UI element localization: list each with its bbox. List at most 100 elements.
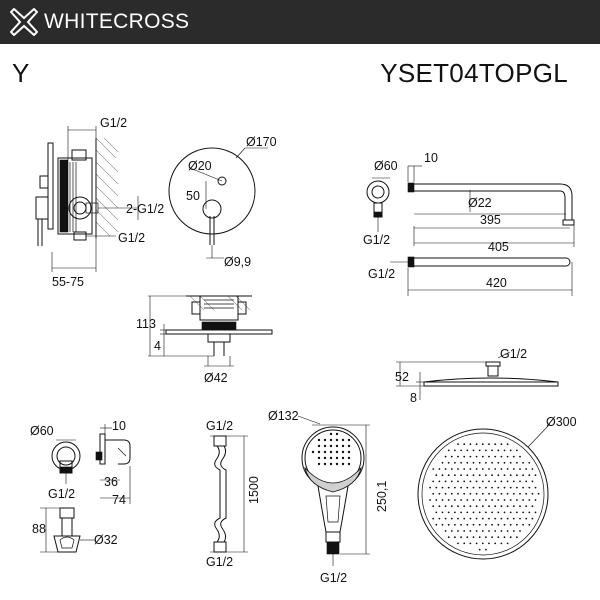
nozzle-dot [432, 505, 435, 508]
nozzle-dot [534, 511, 537, 514]
nozzle-dot [475, 505, 478, 508]
nozzle-dot [341, 456, 345, 460]
nozzle-dot [494, 517, 497, 520]
nozzle-dot [469, 480, 472, 483]
hose-view: G1/2 1500 G1/2 [206, 419, 261, 569]
nozzle-dot [472, 499, 475, 501]
nozzle-dot [463, 505, 466, 508]
nozzle-dot [494, 505, 497, 508]
arm-length-label: 420 [486, 276, 507, 290]
nozzle-dot [481, 542, 484, 545]
outlet-depth-2-label: 36 [104, 475, 118, 489]
nozzle-dot [516, 449, 518, 452]
nozzle-dot [497, 523, 500, 526]
nozzle-dot [454, 499, 456, 501]
nozzle-dot [506, 455, 509, 458]
nozzle-dot [481, 468, 484, 470]
nozzle-dot [491, 461, 493, 464]
nozzle-dot [522, 474, 524, 477]
nozzle-dot [466, 461, 469, 464]
nozzle-dot [457, 542, 459, 545]
shower-arm-view: Ø60 G1/2 10 Ø22 395 405 G1/2 420 [363, 151, 575, 296]
nozzle-dot [519, 492, 521, 495]
nozzle-dot [503, 486, 506, 489]
nozzle-dot [323, 438, 327, 442]
nozzle-dot [457, 517, 459, 520]
nozzle-dot [441, 499, 444, 501]
nozzle-dot [447, 511, 450, 514]
nozzle-dot [475, 492, 478, 495]
nozzle-dot [500, 492, 503, 495]
nozzle-dot [491, 486, 493, 489]
outlet-depth-3-label: 74 [112, 493, 126, 507]
nozzle-dot [438, 492, 441, 495]
nozzle-dot [444, 492, 447, 495]
nozzle-dot [500, 480, 503, 483]
nozzle-dot [460, 449, 462, 452]
nozzle-dot [516, 461, 518, 464]
holder-height-label: 88 [32, 522, 46, 536]
nozzle-dot [497, 536, 500, 539]
hand-nozzle-grid [311, 432, 351, 466]
nozzle-dot [528, 474, 531, 477]
nozzle-dot [485, 536, 487, 539]
mixer-depth-label: 55-75 [52, 275, 84, 289]
nozzle-dot [516, 523, 518, 526]
nozzle-dot [329, 456, 333, 460]
series-letter: Y [12, 58, 30, 88]
nozzle-dot [444, 505, 447, 508]
nozzle-dot [512, 492, 515, 495]
nozzle-dot [450, 480, 453, 483]
nozzle-dot [531, 492, 534, 495]
nozzle-dot [481, 455, 484, 458]
nozzle-dot [478, 499, 481, 501]
nozzle-dot [525, 517, 528, 520]
hand-shower-view: Ø132 250,1 G1/2 [268, 409, 389, 585]
nozzle-dot [438, 517, 441, 520]
nozzle-dot [503, 511, 506, 514]
nozzle-dot [341, 462, 345, 466]
mixer-height-label: 113 [136, 317, 156, 331]
nozzle-dot [335, 432, 339, 436]
nozzle-dot [512, 468, 515, 470]
nozzle-dot [512, 455, 515, 458]
nozzle-dot [444, 530, 447, 532]
nozzle-dot [488, 517, 490, 520]
nozzle-dot [463, 468, 466, 470]
nozzle-dot [503, 461, 506, 464]
nozzle-dot [450, 530, 453, 532]
nozzle-dot [454, 474, 456, 477]
nozzle-dot [435, 474, 438, 477]
nozzle-dot [500, 455, 503, 458]
nozzle-dot [466, 523, 469, 526]
nozzle-dot [534, 486, 537, 489]
holder-view: 88 Ø32 [32, 507, 118, 553]
nozzle-dot [491, 499, 493, 501]
nozzle-dot [485, 499, 487, 501]
nozzle-dot [481, 443, 484, 446]
nozzle-dot [463, 443, 466, 446]
nozzle-dot [317, 462, 321, 466]
nozzle-dot [317, 438, 321, 442]
nozzle-dot [432, 468, 435, 470]
nozzle-dot [447, 523, 450, 526]
nozzle-dot [454, 486, 456, 489]
nozzle-dot [317, 444, 321, 448]
nozzle-dot [500, 468, 503, 470]
nozzle-dot [444, 517, 447, 520]
nozzle-dot [506, 530, 509, 532]
nozzle-dot [444, 480, 447, 483]
spout-dia-label: Ø9,9 [224, 255, 251, 269]
nozzle-dot [509, 511, 512, 514]
model-code: YSET04TOPGL [380, 58, 568, 88]
nozzle-dot [491, 523, 493, 526]
nozzle-dot [329, 444, 333, 448]
overhead-nozzle-grid [429, 443, 540, 551]
nozzle-dot [454, 523, 456, 526]
outlet-thread-label: G1/2 [48, 487, 75, 501]
nozzle-dot [494, 455, 497, 458]
nozzle-dot [347, 456, 351, 460]
nozzle-dot [519, 517, 521, 520]
nozzle-dot [488, 530, 490, 532]
